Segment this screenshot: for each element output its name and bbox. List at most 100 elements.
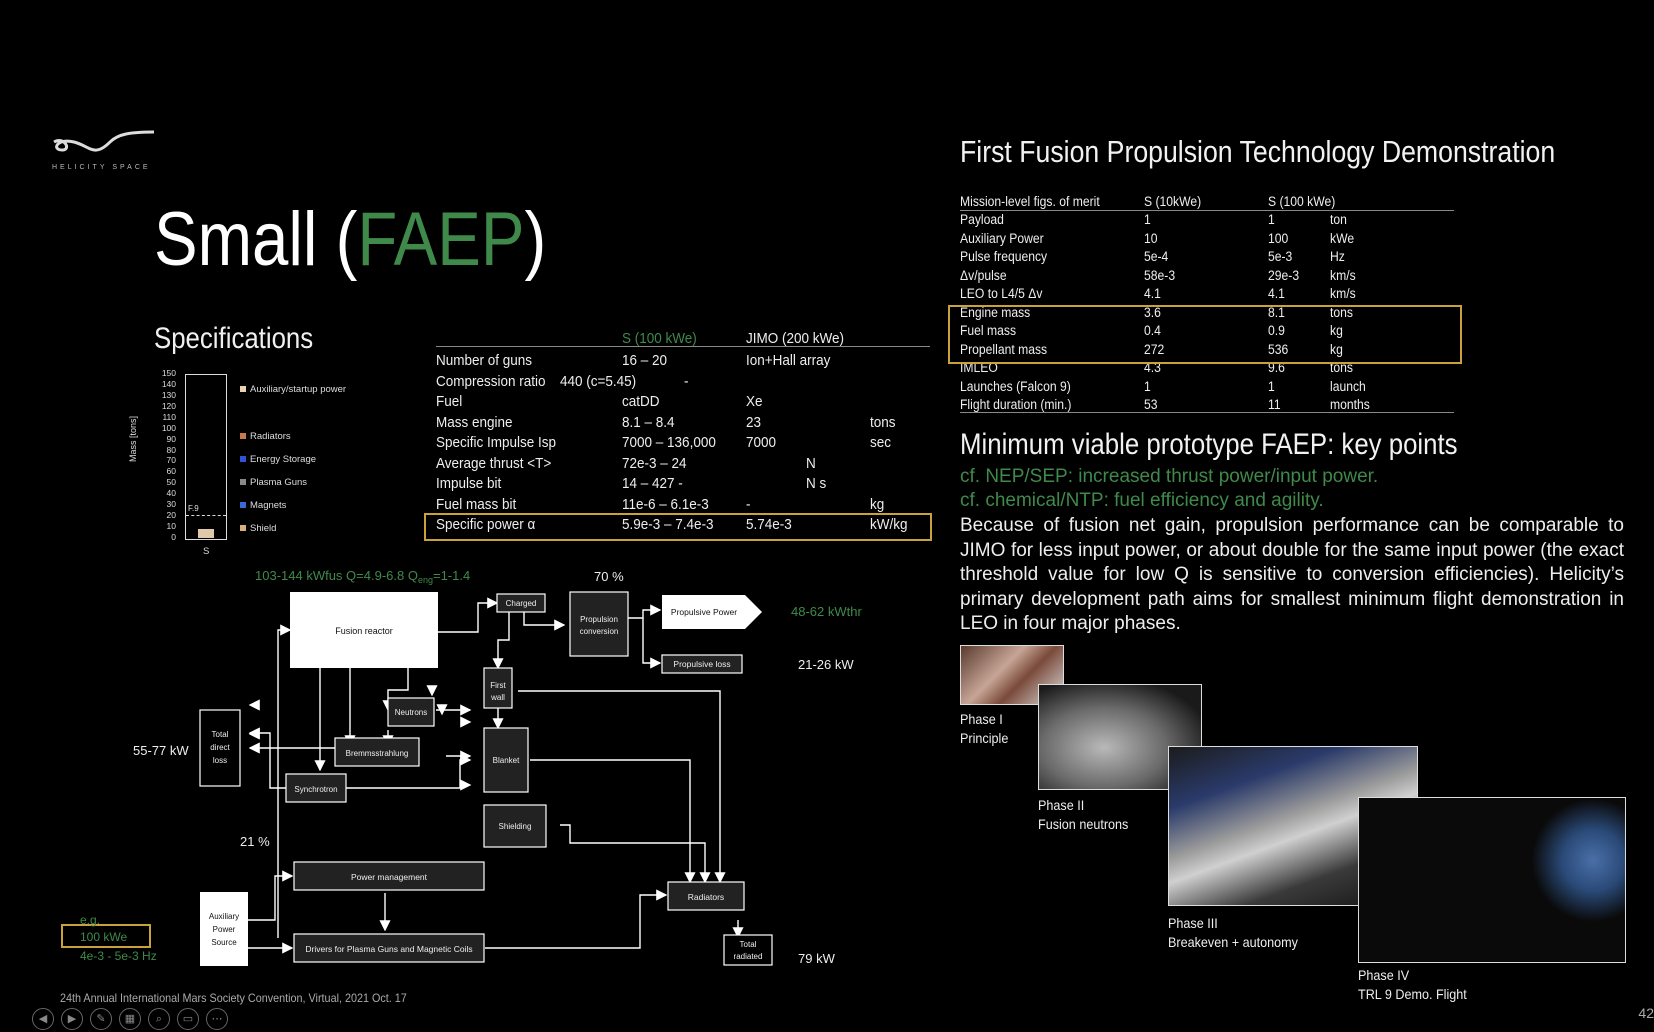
- demo-row-unit: kg: [1330, 341, 1343, 357]
- spec-row-unit: sec: [870, 434, 892, 451]
- subtitles-icon[interactable]: ▭: [177, 1008, 199, 1030]
- spec-row-label: Impulse bit: [436, 475, 502, 492]
- pct-70: 70 %: [594, 569, 624, 584]
- spec-row-label: Fuel mass bit: [436, 495, 517, 513]
- aux-label-1: Auxiliary: [209, 912, 239, 921]
- synchrotron-box: [285, 773, 347, 803]
- neutrons-label: Neutrons: [395, 708, 427, 717]
- spec-row-s: 7000 – 136,000: [622, 434, 716, 451]
- bar-frame: [185, 374, 227, 540]
- spec-table: S (100 kWe) JIMO (200 kWe) Number of gun…: [424, 330, 936, 541]
- more-icon[interactable]: ⋯: [206, 1008, 228, 1030]
- spec-table-rule: [436, 346, 930, 347]
- mass-highlight: [948, 305, 1462, 364]
- legend-swatch: [240, 456, 246, 462]
- eg-label: e.g.: [80, 913, 100, 927]
- demo-row-label: Launches (Falcon 9): [960, 378, 1071, 394]
- keypoint-cf-chem: cf. chemical/NTP: fuel efficiency and ag…: [960, 490, 1324, 511]
- spec-row-label: Compression ratio: [436, 372, 546, 390]
- demo-row-label: Propellant mass: [960, 341, 1048, 357]
- eg-freq-value: 4e-3 - 5e-3 Hz: [80, 949, 157, 963]
- y-tick: 70: [166, 455, 176, 466]
- demo-heading: First Fusion Propulsion Technology Demon…: [960, 134, 1556, 169]
- spec-row-s: 440 (c=5.45): [560, 372, 637, 390]
- y-tick: 40: [166, 488, 176, 499]
- spec-col-s: S (100 kWe): [622, 330, 697, 347]
- demo-row-unit: Hz: [1330, 249, 1345, 264]
- demo-row-unit: km/s: [1330, 267, 1356, 283]
- keypoints-heading: Minimum viable prototype FAEP: key point…: [960, 428, 1458, 461]
- demo-row-label: Fuel mass: [960, 323, 1017, 338]
- spec-row-jimo: -: [684, 372, 689, 390]
- pen-icon[interactable]: ✎: [90, 1008, 112, 1030]
- synchrotron-label: Synchrotron: [294, 785, 337, 794]
- legend-label: Energy Storage: [250, 454, 317, 465]
- fusion-power-note: 103-144 kWfus Q=4.9-6.8 Qeng=1-1.4: [255, 568, 470, 585]
- spec-row-jimo: 5.74e-3: [746, 516, 792, 533]
- demo-row-label: LEO to L4/5 Δv: [960, 286, 1043, 301]
- spec-row-jimo: -: [746, 495, 751, 513]
- propulsive-power-arrow: [662, 595, 762, 629]
- demo-col-s100: S (100 kWe): [1268, 194, 1336, 209]
- y-tick: 90: [166, 433, 176, 444]
- y-tick: 140: [161, 378, 176, 389]
- y-tick: 80: [166, 444, 176, 455]
- slides-icon[interactable]: ▦: [119, 1008, 141, 1030]
- f9-label: F.9: [188, 504, 199, 513]
- demo-row-b: 536: [1268, 341, 1289, 357]
- legend-swatch: [240, 525, 246, 531]
- demo-row-unit: kWe: [1330, 230, 1355, 246]
- auxiliary-power-box: [200, 892, 248, 966]
- spec-row-s: catDD: [622, 393, 660, 410]
- propulsive-loss-box: [661, 654, 743, 674]
- demo-row-b: 0.9: [1268, 323, 1285, 338]
- demo-row-unit: launch: [1330, 378, 1366, 394]
- demo-row-label: Engine mass: [960, 304, 1031, 320]
- demo-row-label: Pulse frequency: [960, 249, 1048, 264]
- demo-col-s10: S (10kWe): [1144, 194, 1202, 209]
- fusion-reactor-label: Fusion reactor: [335, 626, 393, 636]
- title-accent: FAEP: [357, 197, 525, 282]
- demo-row-a: 0.4: [1144, 323, 1161, 338]
- y-tick: 110: [162, 411, 176, 422]
- spec-row-unit: tons: [870, 413, 896, 431]
- demo-row-a: 58e-3: [1144, 267, 1176, 283]
- eg-power-highlight: [61, 924, 151, 948]
- propulsive-loss-value: 21-26 kW: [798, 657, 854, 672]
- legend-swatch: [240, 479, 246, 485]
- y-tick: 10: [166, 521, 176, 532]
- demo-row-label: Auxiliary Power: [960, 230, 1044, 246]
- demo-row-label: Flight duration (min.): [960, 397, 1072, 412]
- shielding-box: [483, 804, 547, 848]
- spec-row-jimo: 23: [746, 413, 762, 431]
- spec-row-jimo: 7000: [746, 434, 777, 451]
- demo-row-b: 8.1: [1268, 304, 1285, 320]
- zoom-icon[interactable]: ⌕: [148, 1008, 170, 1030]
- power-flow-diagram: 103-144 kWfus Q=4.9-6.8 Qeng=1-1.4 70 % …: [61, 568, 862, 966]
- spec-row-unit: N: [806, 454, 816, 472]
- spec-row-label: Mass engine: [436, 413, 513, 431]
- logo-text: HELICITY SPACE: [52, 164, 151, 171]
- demo-row-a: 4.1: [1144, 286, 1161, 301]
- x-label-s: S: [203, 546, 210, 557]
- next-icon[interactable]: ▶: [61, 1008, 83, 1030]
- power-management-box: [293, 861, 485, 891]
- legend-label: Magnets: [250, 500, 287, 511]
- bremsstrahlung-label: Bremmsstrahlung: [346, 749, 409, 758]
- drivers-box: [293, 933, 485, 963]
- neutrons-box: [387, 697, 435, 727]
- y-tick: 0: [171, 532, 176, 542]
- legend-label: Plasma Guns: [250, 477, 308, 488]
- aux-label-3: Source: [211, 938, 237, 947]
- radiators-box: [667, 881, 745, 911]
- demo-rule-bottom: [960, 412, 1454, 413]
- y-tick: 30: [166, 499, 176, 510]
- demo-row-unit: months: [1330, 397, 1370, 412]
- demo-row-a: 5e-4: [1144, 249, 1169, 264]
- propulsive-loss-label: Propulsive loss: [673, 659, 730, 669]
- prev-icon[interactable]: ◀: [32, 1008, 54, 1030]
- demo-row-b: 4.1: [1268, 286, 1285, 301]
